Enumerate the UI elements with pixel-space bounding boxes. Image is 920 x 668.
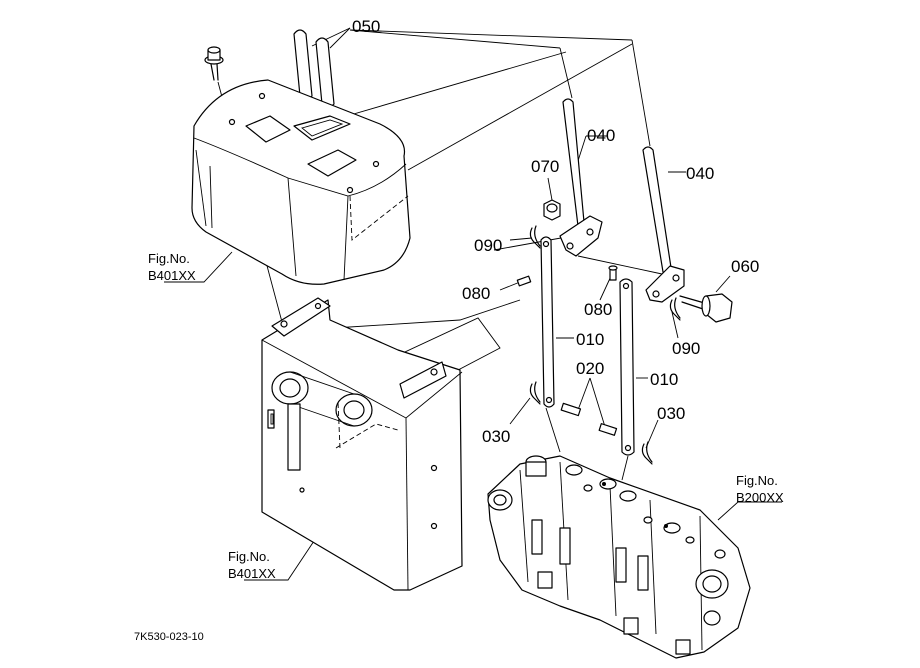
cotter-pin-clips <box>529 225 681 465</box>
part-label-040-right: 040 <box>686 164 715 183</box>
part-label-020: 020 <box>576 359 605 378</box>
fig-ref-cover-line2: B401XX <box>148 268 196 283</box>
part-label-090-right: 090 <box>672 339 701 358</box>
part-label-050: 050 <box>352 17 381 36</box>
fig-ref-cover-line1: Fig.No. <box>148 251 190 266</box>
part-label-030-left: 030 <box>482 427 511 446</box>
part-label-080-right: 080 <box>584 300 613 319</box>
part-label-080-left: 080 <box>462 284 491 303</box>
part-label-070: 070 <box>531 157 560 176</box>
control-valve-block <box>487 455 751 659</box>
fig-ref-frame: Fig.No. B401XX <box>228 548 276 582</box>
fig-ref-valve-line1: Fig.No. <box>736 473 778 488</box>
link-rod-left <box>540 236 555 408</box>
part-label-040-left: 040 <box>587 126 616 145</box>
clevis-pins <box>516 265 618 436</box>
hex-bolt <box>679 293 733 323</box>
part-label-090-left: 090 <box>474 236 503 255</box>
fig-ref-cover: Fig.No. B401XX <box>148 250 196 284</box>
fig-ref-valve-line2: B200XX <box>736 490 784 505</box>
drawing-code: 7K530-023-10 <box>134 631 204 643</box>
control-lever-right <box>642 146 685 303</box>
fig-ref-frame-line2: B401XX <box>228 566 276 581</box>
control-lever-left <box>559 98 603 257</box>
lock-nut <box>543 199 561 221</box>
fig-ref-frame-line1: Fig.No. <box>228 549 270 564</box>
part-label-030-right: 030 <box>657 404 686 423</box>
part-label-010-left: 010 <box>576 330 605 349</box>
lever-cover-housing <box>191 79 411 285</box>
part-label-060: 060 <box>731 257 760 276</box>
fig-ref-valve: Fig.No. B200XX <box>736 472 784 506</box>
link-rod-right <box>619 278 635 456</box>
lever-bracket-frame <box>261 297 463 591</box>
mounting-bolt <box>204 46 224 81</box>
part-label-010-right: 010 <box>650 370 679 389</box>
